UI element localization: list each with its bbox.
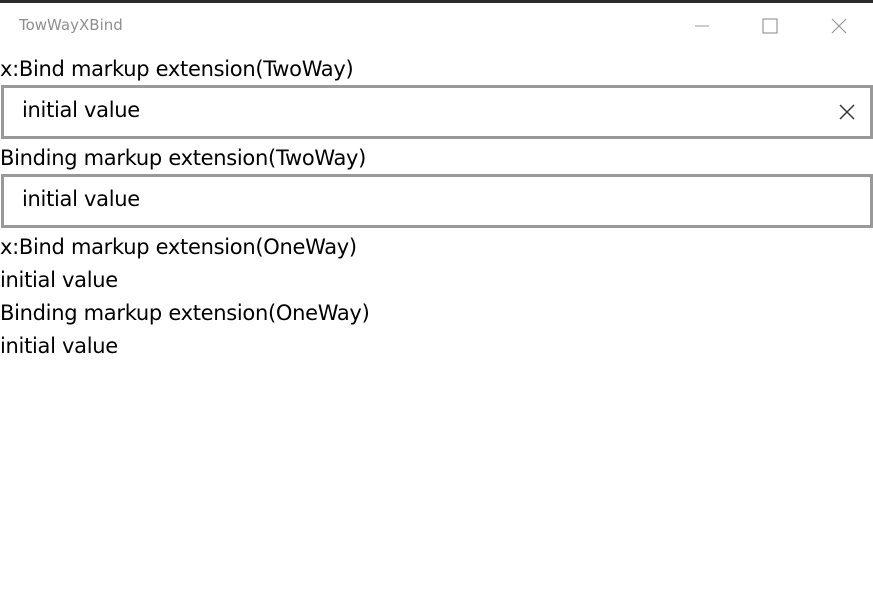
binding-twoway-label: Binding markup extension(TwoWay): [0, 146, 367, 170]
binding-oneway-label: Binding markup extension(OneWay): [0, 301, 370, 325]
minimize-button[interactable]: [672, 3, 732, 49]
close-button[interactable]: [809, 3, 869, 49]
clear-text-button[interactable]: [832, 97, 862, 127]
clear-icon: [839, 104, 855, 120]
xbind-oneway-label: x:Bind markup extension(OneWay): [0, 235, 357, 259]
window-title: TowWayXBind: [19, 16, 123, 34]
xbind-twoway-label: x:Bind markup extension(TwoWay): [0, 57, 354, 81]
maximize-button[interactable]: [740, 3, 800, 49]
minimize-icon: [695, 25, 709, 27]
close-icon: [831, 18, 847, 34]
xbind-oneway-value: initial value: [0, 268, 118, 292]
xbind-twoway-input-value[interactable]: initial value: [22, 98, 140, 122]
title-bar[interactable]: TowWayXBind: [0, 3, 873, 51]
xbind-twoway-textbox[interactable]: initial value: [1, 85, 873, 139]
binding-oneway-value: initial value: [0, 334, 118, 358]
binding-twoway-textbox[interactable]: initial value: [1, 174, 873, 228]
binding-twoway-input-value[interactable]: initial value: [22, 187, 140, 211]
maximize-icon: [762, 18, 778, 34]
window-top-edge: [0, 0, 873, 3]
